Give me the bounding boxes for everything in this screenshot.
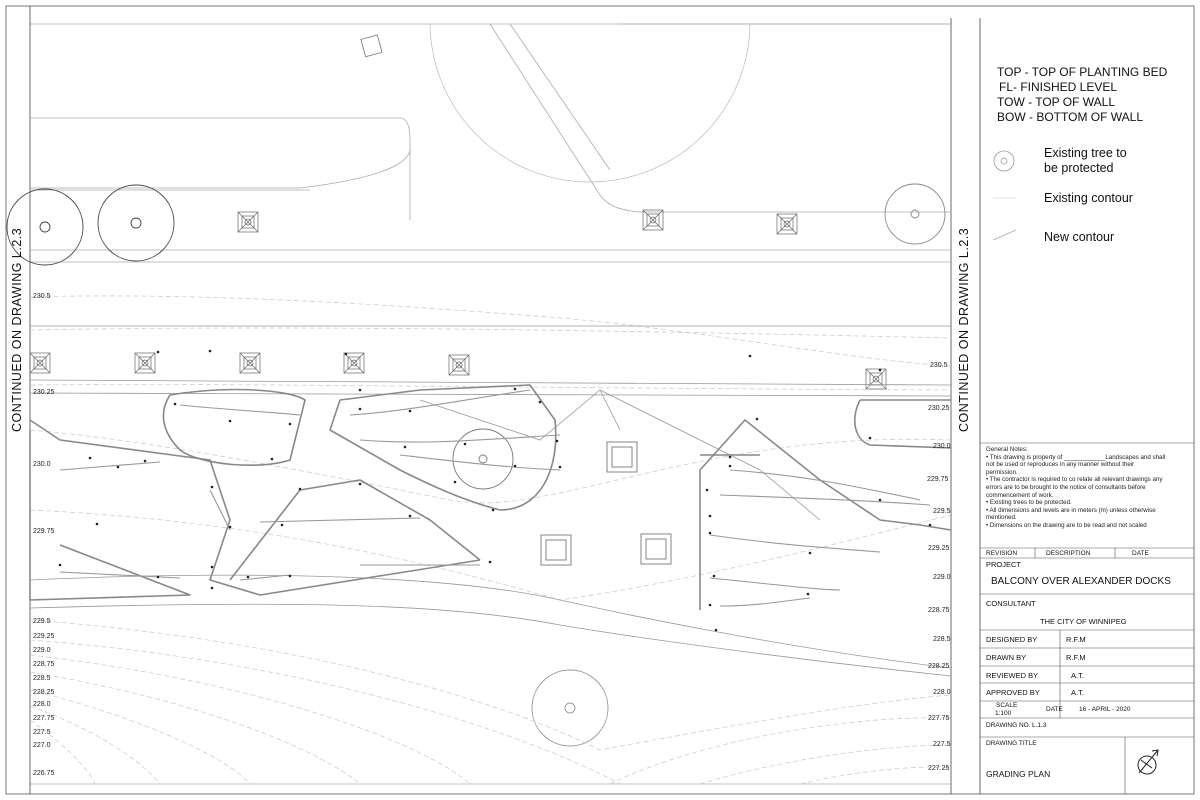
general-notes: General Notes: • This drawing is propert… xyxy=(986,446,1166,530)
continuation-label-right: CONTINUED ON DRAWING L.2.3 xyxy=(957,227,971,432)
consultant-name: THE CITY OF WINNIPEG xyxy=(1040,617,1127,626)
existing-contours xyxy=(30,295,951,784)
approved-by-label: APPROVED BY xyxy=(986,688,1040,697)
square-planters xyxy=(540,441,672,566)
contour-label-right: 227.75 xyxy=(928,715,950,722)
date-header: DATE xyxy=(1132,550,1149,557)
general-note: • All dimensions and levels are in meter… xyxy=(986,506,1156,522)
drawing-no-value: L.1.3 xyxy=(1032,722,1047,729)
date-value: 16 - APRIL - 2020 xyxy=(1079,706,1131,713)
reviewed-by-value: A.T. xyxy=(1071,671,1084,680)
legend-abbr-top: TOP - TOP OF PLANTING BED xyxy=(997,65,1168,79)
designed-by-value: R.F.M xyxy=(1066,635,1086,644)
contour-label-left: 227.0 xyxy=(33,742,51,749)
contour-label-right: 230.25 xyxy=(928,405,950,412)
contour-label-left: 229.75 xyxy=(33,528,55,535)
approved-by-value: A.T. xyxy=(1071,688,1084,697)
contour-label-left: 230.25 xyxy=(33,389,55,396)
new-contours xyxy=(30,325,951,677)
contour-label-right: 229.5 xyxy=(933,508,951,515)
contour-label-left: 228.5 xyxy=(33,675,51,682)
contour-label-left: 229.5 xyxy=(33,618,51,625)
designed-by-label: DESIGNED BY xyxy=(986,635,1038,644)
general-note-text: The contractor is required to co relate … xyxy=(986,476,1163,499)
general-note-text: All dimensions and levels are in meters … xyxy=(986,506,1156,522)
building-outline xyxy=(30,23,951,263)
legend-symbols xyxy=(992,150,1017,241)
legend-new-contour: New contour xyxy=(1044,230,1115,244)
contour-label-left: 227.5 xyxy=(33,729,51,736)
contour-label-left: 228.75 xyxy=(33,661,55,668)
general-note: • Existing trees to be protected. xyxy=(986,499,1072,507)
date-label: DATE xyxy=(1046,706,1063,713)
contour-label-left: 229.25 xyxy=(33,633,55,640)
drawing-no-label: DRAWING NO. xyxy=(986,722,1031,729)
drawn-by-value: R.F.M xyxy=(1066,653,1086,662)
existing-trees xyxy=(6,183,946,747)
scale-label: SCALE xyxy=(996,702,1018,709)
project-name: BALCONY OVER ALEXANDER DOCKS xyxy=(991,576,1171,587)
consultant-label: CONSULTANT xyxy=(986,599,1036,608)
legend-tree-line2: be protected xyxy=(1044,161,1114,175)
legend-existing-contour: Existing contour xyxy=(1044,191,1133,205)
title-block-lines xyxy=(980,442,1194,794)
contour-label-right: 227.5 xyxy=(933,741,951,748)
scale-value: 1:100 xyxy=(995,710,1012,717)
contour-label-right: 228.25 xyxy=(928,663,950,670)
contour-label-right: 228.75 xyxy=(928,607,950,614)
revision-header: REVISION xyxy=(986,550,1018,557)
drawing-title-value: GRADING PLAN xyxy=(986,769,1051,779)
contour-label-left: 227.75 xyxy=(33,715,55,722)
drawn-by-label: DRAWN BY xyxy=(986,653,1027,662)
contour-label-left: 230.5 xyxy=(33,293,51,300)
legend-tree-line1: Existing tree to xyxy=(1044,146,1127,160)
contour-label-right: 228.5 xyxy=(933,636,951,643)
contour-label-right: 227.25 xyxy=(928,765,950,772)
project-label: PROJECT xyxy=(986,560,1022,569)
general-note: • This drawing is property of __________… xyxy=(986,453,1166,476)
general-note-text: Existing trees to be protected. xyxy=(989,499,1072,507)
tree-grates xyxy=(29,209,887,390)
contour-label-right: 229.25 xyxy=(928,545,950,552)
contour-label-right: 229.0 xyxy=(933,574,951,581)
description-header: DESCRIPTION xyxy=(1046,550,1091,557)
general-note-text: Dimensions on the drawing are to be read… xyxy=(989,521,1147,529)
contour-label-right: 230.0 xyxy=(933,443,951,450)
general-notes-title: General Notes: xyxy=(986,446,1028,453)
contour-label-left: 228.25 xyxy=(33,689,55,696)
contour-label-left: 229.0 xyxy=(33,647,51,654)
contour-label-right: 229.75 xyxy=(927,476,949,483)
general-note: • Dimensions on the drawing are to be re… xyxy=(986,521,1147,529)
legend-abbr-bow: BOW - BOTTOM OF WALL xyxy=(997,110,1144,124)
contour-label-right: 228.0 xyxy=(933,689,951,696)
contour-label-left: 226.75 xyxy=(33,770,55,777)
general-note: • The contractor is required to co relat… xyxy=(986,476,1163,499)
contour-label-right: 230.5 xyxy=(930,362,948,369)
spot-elevations xyxy=(58,349,932,632)
legend-abbr-tow: TOW - TOP OF WALL xyxy=(997,95,1116,109)
outer-border xyxy=(5,5,1195,795)
planting-beds xyxy=(29,384,952,610)
legend-abbr-fl: FL- FINISHED LEVEL xyxy=(999,80,1118,94)
continuation-label-left: CONTINUED ON DRAWING L.2.3 xyxy=(10,227,24,432)
bed-rows xyxy=(59,389,931,607)
reviewed-by-label: REVIEWED BY xyxy=(986,671,1039,680)
general-note-text: This drawing is property of ____________… xyxy=(986,453,1166,476)
north-arrow-icon xyxy=(1137,749,1159,775)
contour-label-left: 230.0 xyxy=(33,461,51,468)
contour-label-left: 228.0 xyxy=(33,701,51,708)
drawing-title-label: DRAWING TITLE xyxy=(986,740,1037,747)
